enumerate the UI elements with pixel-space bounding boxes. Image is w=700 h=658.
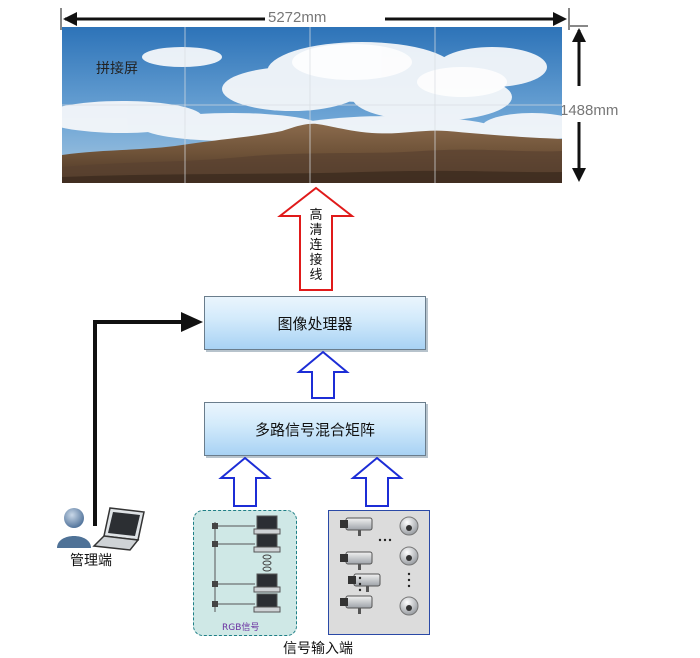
video-wall-label: 拼接屏 <box>96 61 138 77</box>
height-dimension <box>570 25 588 182</box>
signal-matrix-label: 多路信号混合矩阵 <box>254 420 375 439</box>
rgb-signal-label: RGB信号 <box>222 623 260 633</box>
image-processor-box: 图像处理器 <box>204 296 426 350</box>
width-label: 5272mm <box>268 9 327 26</box>
laptop-icon <box>92 507 145 551</box>
user-icon <box>57 508 91 548</box>
management-connection <box>93 312 203 526</box>
video-wall-screen <box>62 27 562 183</box>
rgb-network-diagram <box>212 515 281 613</box>
matrix-to-processor-arrow <box>296 350 350 399</box>
pc-icons <box>253 515 281 613</box>
hd-link-label: 高清连接线 <box>309 208 323 283</box>
manager-label: 管理端 <box>70 553 112 569</box>
signal-input-label: 信号输入端 <box>283 641 353 657</box>
cameras-to-matrix-arrow <box>350 456 404 507</box>
signal-matrix-box: 多路信号混合矩阵 <box>204 402 426 456</box>
image-processor-label: 图像处理器 <box>277 314 353 333</box>
height-label: 1488mm <box>560 102 619 119</box>
camera-icons <box>340 516 419 616</box>
width-dimension <box>60 8 570 30</box>
hd-link-arrow <box>277 186 355 291</box>
rgb-to-matrix-arrow <box>218 456 272 507</box>
